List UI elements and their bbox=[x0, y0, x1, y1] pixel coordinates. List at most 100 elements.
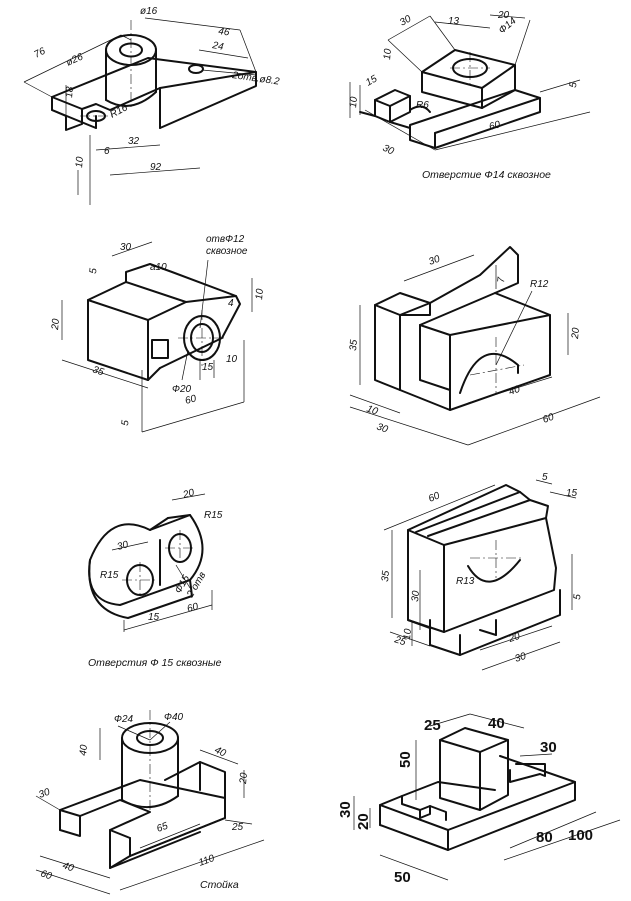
dim-a10: а10 bbox=[150, 262, 167, 273]
part-6-slotted-block: 60 5 15 35 R13 30 10 5 25 20 30 bbox=[380, 472, 584, 671]
dim-15: 15 bbox=[202, 362, 214, 373]
part-4-dimension-lines bbox=[349, 254, 601, 446]
dim-40: 40 bbox=[78, 744, 90, 756]
dim-r13: R13 bbox=[456, 576, 475, 587]
dim-10: 10 bbox=[254, 288, 266, 300]
dim-65: 65 bbox=[155, 821, 170, 835]
dim-76: 76 bbox=[32, 46, 47, 61]
dim-phi40: Ф40 bbox=[164, 712, 184, 723]
dim-5b: 5 bbox=[120, 419, 131, 426]
dim-25: 25 bbox=[424, 717, 441, 734]
part-5-outline bbox=[88, 514, 204, 619]
dim-30: 30 bbox=[37, 787, 52, 801]
dim-40c: 40 bbox=[61, 860, 75, 874]
dim-60: 60 bbox=[184, 393, 198, 407]
dim-holes: отвФ12 bbox=[206, 234, 245, 245]
dim-5b: 5 bbox=[572, 593, 583, 600]
part-4-outline bbox=[374, 246, 551, 411]
dim-35: 35 bbox=[380, 570, 392, 582]
dim-40b: 40 bbox=[213, 745, 228, 760]
dim-phi20: Ф20 bbox=[172, 384, 192, 395]
dim-10: 10 bbox=[402, 628, 414, 640]
dim-60: 60 bbox=[39, 868, 53, 882]
dim-92: 92 bbox=[150, 162, 162, 173]
dim-5: 5 bbox=[542, 472, 548, 483]
part-6-outline bbox=[407, 484, 561, 656]
part-8-block-with-cube: 25 40 30 50 30 20 80 100 50 bbox=[337, 713, 621, 886]
part-3-block-with-bore: 30 отвФ12 сквозное а10 5 20 10 4 35 Ф20 … bbox=[50, 234, 266, 433]
dim-50b: 50 bbox=[394, 869, 411, 886]
dim-15: 15 bbox=[148, 612, 160, 623]
dim-40: 40 bbox=[508, 384, 522, 398]
dim-30: 30 bbox=[410, 590, 422, 602]
dim-30: 30 bbox=[398, 13, 414, 28]
caption-7: Стойка bbox=[200, 879, 239, 891]
dim-15: 15 bbox=[566, 488, 578, 499]
dim-10: 10 bbox=[74, 156, 86, 168]
dim-25: 25 bbox=[231, 822, 244, 833]
dim-15: 15 bbox=[364, 73, 380, 88]
dim-phi16: ø16 bbox=[140, 6, 158, 17]
dim-110: 110 bbox=[197, 853, 216, 869]
dim-24: 24 bbox=[210, 40, 224, 53]
dim-18: 18 bbox=[64, 86, 76, 98]
dim-10: 10 bbox=[365, 403, 380, 417]
part-7-dimension-lines bbox=[35, 710, 265, 895]
dim-30b: 30 bbox=[375, 421, 390, 435]
dim-35: 35 bbox=[348, 339, 360, 351]
part-2-outline bbox=[359, 49, 541, 149]
dim-phi24: Ф24 bbox=[114, 714, 134, 725]
dim-5: 5 bbox=[88, 267, 99, 274]
part-1-dimension-lines bbox=[23, 17, 257, 205]
dim-through: сквозное bbox=[206, 246, 248, 257]
dim-4: 4 bbox=[228, 298, 234, 309]
dim-100: 100 bbox=[568, 827, 593, 844]
dim-10: 10 bbox=[382, 48, 394, 60]
dim-20: 20 bbox=[238, 772, 250, 785]
dim-60: 60 bbox=[186, 601, 200, 615]
part-2-stepped-block: 30 13 20 Ф14 10 15 R6 5 60 10 30 Отверст… bbox=[348, 10, 591, 181]
part-8-dimension-lines bbox=[353, 713, 621, 881]
part-3-outline bbox=[87, 263, 241, 381]
caption-2: Отверстие Ф14 сквозное bbox=[422, 169, 551, 181]
dim-25: 25 bbox=[392, 634, 407, 648]
dim-20: 20 bbox=[50, 318, 62, 331]
dim-20: 20 bbox=[570, 327, 582, 340]
dim-r15: R15 bbox=[204, 510, 223, 521]
dim-r6: R6 bbox=[416, 100, 429, 111]
part-3-dimension-lines bbox=[61, 241, 253, 433]
dim-5: 5 bbox=[568, 81, 579, 88]
part-7-stand: Ф24 Ф40 40 40 30 20 65 25 40 60 110 Стой… bbox=[35, 710, 265, 895]
dim-46: 46 bbox=[218, 26, 231, 39]
dim-60: 60 bbox=[488, 119, 502, 133]
part-8-outline bbox=[379, 727, 576, 851]
dim-10b: 10 bbox=[226, 354, 238, 365]
dim-30b: 30 bbox=[337, 801, 354, 818]
dim-r15b: R15 bbox=[100, 570, 119, 581]
dim-7: 7 bbox=[496, 276, 507, 283]
dim-50: 50 bbox=[397, 751, 414, 768]
dim-60: 60 bbox=[541, 412, 556, 426]
part-6-dimension-lines bbox=[383, 479, 577, 671]
part-5-rounded-link: 20 R15 30 R15 Ф15 2 отв 15 60 Отверстия … bbox=[88, 487, 223, 669]
dim-30b: 30 bbox=[381, 143, 396, 158]
part-2-dimension-lines bbox=[349, 14, 591, 151]
dim-20: 20 bbox=[507, 631, 522, 645]
dim-30: 30 bbox=[120, 242, 132, 253]
dim-30: 30 bbox=[427, 254, 442, 268]
part-1-plate-with-cylinder: 76 46 ø26 ø16 24 2отв.ø8.2 18 R16 10 6 3… bbox=[23, 6, 281, 205]
dim-32: 32 bbox=[128, 136, 140, 147]
dim-20: 20 bbox=[181, 487, 196, 501]
dim-6: 6 bbox=[104, 146, 110, 157]
dim-30b: 30 bbox=[514, 651, 528, 665]
part-4-block-with-arch: 30 7 R12 35 20 40 10 60 30 bbox=[348, 246, 601, 446]
part-5-dimension-lines bbox=[111, 493, 213, 632]
dim-35: 35 bbox=[91, 364, 105, 378]
dim-20: 20 bbox=[355, 813, 372, 830]
dim-30: 30 bbox=[540, 739, 557, 756]
dim-r12: R12 bbox=[530, 279, 549, 290]
dim-60: 60 bbox=[427, 490, 442, 505]
dim-10b: 10 bbox=[348, 96, 360, 108]
dim-20: 20 bbox=[497, 10, 510, 21]
